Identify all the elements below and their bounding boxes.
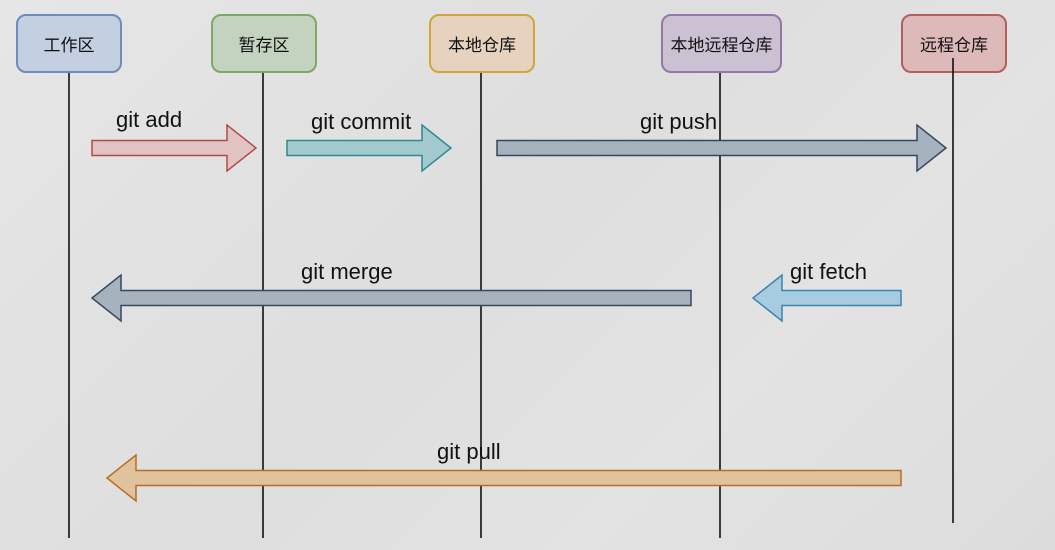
lane-local-remote-repo: 本地远程仓库 [661,14,782,73]
arrow-git-merge [90,273,692,323]
label-git-add: git add [116,107,183,132]
arrow-git-fetch [751,273,902,323]
label-git-fetch: git fetch [790,259,868,284]
arrow-git-commit [286,123,453,173]
label-git-merge: git merge [301,259,393,284]
label-git-push: git push [640,109,718,134]
label-git-pull: git pull [437,439,501,464]
lane-workspace: 工作区 [16,14,122,73]
arrow-git-pull [105,453,902,503]
lane-local-repo: 本地仓库 [429,14,535,73]
lane-staging: 暂存区 [211,14,317,73]
arrow-git-push [496,123,948,173]
label-git-commit: git commit [311,109,412,134]
arrow-git-add [91,123,258,173]
lane-remote-repo: 远程仓库 [901,14,1007,73]
